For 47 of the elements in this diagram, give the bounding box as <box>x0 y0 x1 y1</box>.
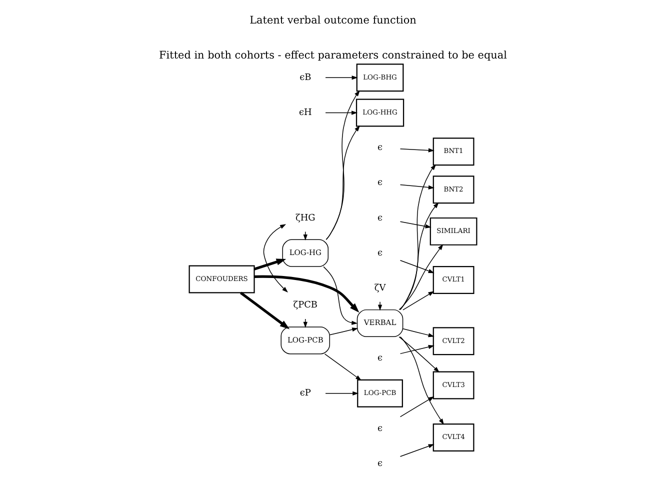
node-text: ϵ <box>378 212 383 223</box>
node-text: ϵ <box>378 248 383 258</box>
arrow <box>400 184 434 189</box>
arrow <box>400 444 434 456</box>
arrow <box>378 301 382 310</box>
arrow <box>400 344 434 354</box>
arrow <box>400 220 432 228</box>
arrow <box>400 202 439 310</box>
arrow <box>325 110 358 114</box>
node-text: ϵ <box>378 353 383 364</box>
node-box: LOG-HG <box>282 238 329 266</box>
node-text: ϵ <box>378 142 383 153</box>
arrow <box>402 328 434 337</box>
arrow <box>326 90 360 240</box>
arrow <box>324 353 362 380</box>
arrow <box>303 230 308 240</box>
node-text: ϵH <box>298 108 312 118</box>
arrow <box>326 125 360 240</box>
arrow <box>398 336 440 372</box>
arrow <box>400 336 444 424</box>
arrow <box>400 148 434 152</box>
arrow <box>254 258 286 270</box>
arrow <box>240 291 290 329</box>
node-text: ϵ <box>378 178 383 188</box>
arrow <box>323 266 358 324</box>
node-text: ϵP <box>300 388 311 398</box>
arrow <box>400 164 436 310</box>
node-text: ζV <box>374 282 386 293</box>
diagram-title: Latent verbal outcome function <box>250 14 416 26</box>
arrow <box>325 390 359 395</box>
node-box: VERBAL <box>356 308 404 337</box>
node-text: ϵ <box>378 458 383 468</box>
arrow <box>329 327 358 335</box>
arrow <box>402 290 434 310</box>
caption: Fitted in both cohorts - effect parameters constrained to be equal <box>159 48 507 61</box>
arrow <box>398 244 444 310</box>
node-text: ζPCB <box>293 300 318 310</box>
node-text: ϵB <box>300 72 312 82</box>
node-box: LOG-PCB <box>280 326 330 354</box>
arrow <box>263 224 288 292</box>
arrow <box>400 396 434 417</box>
arrow <box>303 318 308 328</box>
arrow <box>254 274 360 312</box>
arrow <box>400 259 434 273</box>
node-text: ζHG <box>295 212 316 223</box>
arrow <box>325 75 358 80</box>
node-text: ϵ <box>378 423 383 434</box>
